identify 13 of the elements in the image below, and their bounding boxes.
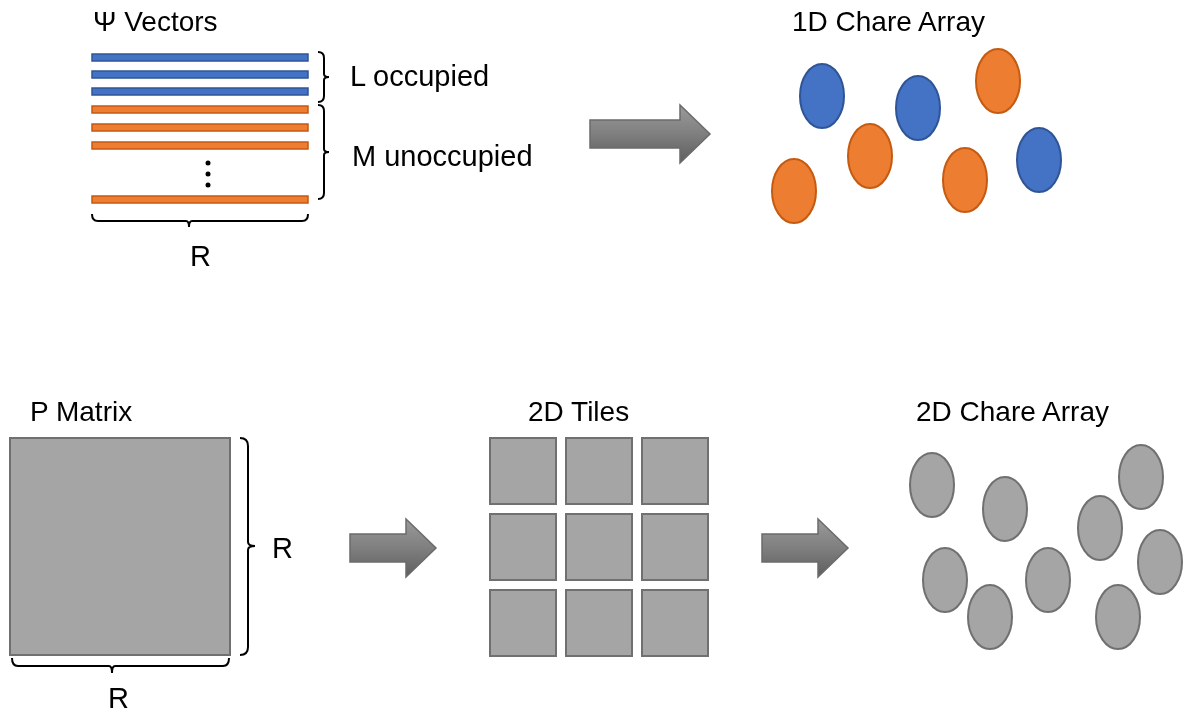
label: R: [108, 681, 129, 716]
block-arrow: [589, 103, 712, 165]
heading: Ψ Vectors: [93, 5, 218, 39]
block-arrow: [761, 517, 850, 579]
label: R: [272, 531, 293, 566]
label: L occupied: [350, 59, 490, 94]
heading: 2D Tiles: [528, 395, 630, 429]
heading: P Matrix: [30, 395, 133, 429]
label: M unoccupied: [352, 139, 533, 174]
label: R: [190, 239, 211, 274]
heading: 1D Chare Array: [792, 5, 985, 39]
block-arrow: [349, 517, 438, 579]
heading: 2D Chare Array: [916, 395, 1109, 429]
